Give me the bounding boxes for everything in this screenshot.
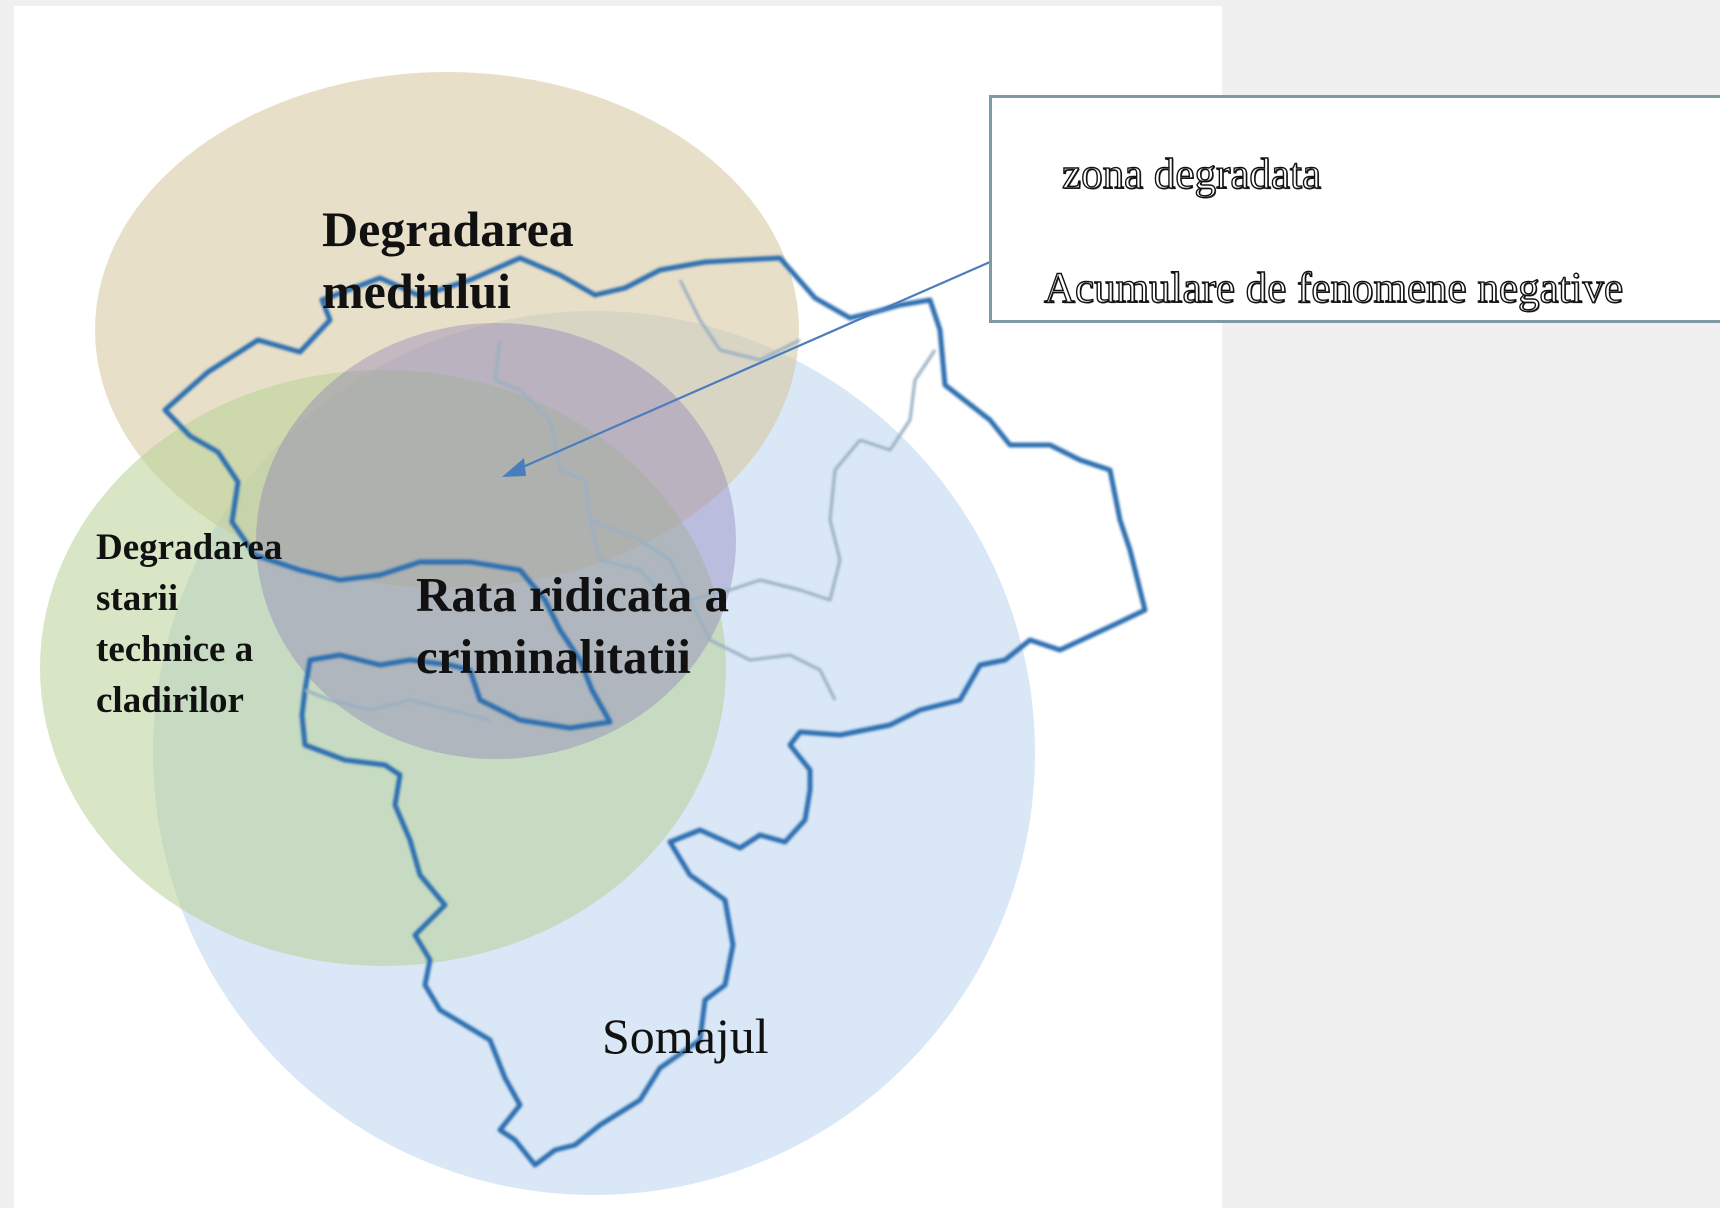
label-environment-degradation: Degradarea mediului <box>322 198 574 322</box>
pointer-arrowhead <box>502 458 526 477</box>
label-line: starii <box>96 578 179 619</box>
pointer-line <box>515 260 991 472</box>
label-line: cladirilor <box>96 680 244 721</box>
label-line: mediului <box>322 263 511 319</box>
legend-callout-box: zona degradata Acumulare de fenomene neg… <box>989 95 1720 323</box>
label-technical-degradation: Degradarea starii technice a cladirilor <box>96 522 282 726</box>
label-line: Rata ridicata a <box>416 567 729 622</box>
technical-circle <box>40 370 726 966</box>
region-outer-outline <box>162 255 1148 1168</box>
label-unemployment: Somajul <box>602 1008 769 1064</box>
legend-title: zona degradata <box>1061 150 1322 198</box>
label-line: Degradarea <box>322 201 574 257</box>
label-line: technice a <box>96 629 254 670</box>
label-line: criminalitatii <box>416 629 691 684</box>
label-crime-rate: Rata ridicata a criminalitatii <box>416 564 729 688</box>
crime-circle <box>256 323 736 759</box>
label-line: Degradarea <box>96 527 283 568</box>
internal-boundaries <box>304 279 937 722</box>
legend-description: Acumulare de fenomene negative <box>1043 264 1624 312</box>
